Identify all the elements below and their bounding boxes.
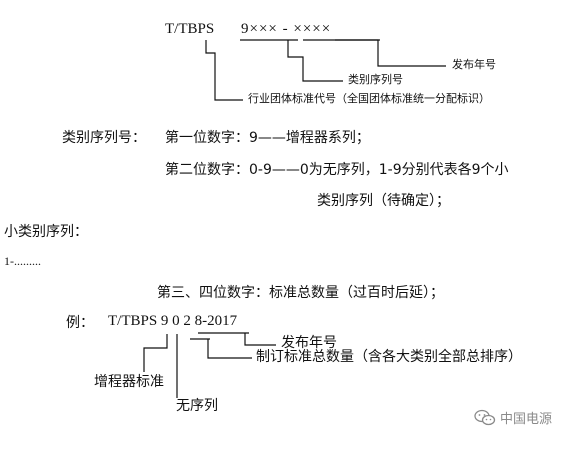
category-heading: 类别序列号：: [62, 130, 146, 146]
example-label-year: 发布年号: [281, 335, 337, 351]
format-label-year: 发布年号: [452, 58, 496, 71]
format-prefix: T/TBPS: [165, 21, 215, 37]
wechat-icon: [474, 409, 496, 425]
subcategory-heading: 小类别序列：: [4, 224, 88, 240]
connector-industry-code: [205, 40, 243, 101]
subcategory-item: 1-.........: [4, 254, 41, 268]
example-label: 例：: [66, 315, 94, 331]
example-label-total: 制订标准总数量（含各大类别全部总排序）: [256, 349, 522, 365]
connector-example-year: [244, 333, 276, 346]
example-label-range-extender: 增程器标准: [94, 374, 164, 390]
category-second-digit-line1: 第二位数字：0-9——0为无序列，1-9分别代表各9个小: [165, 162, 509, 178]
category-first-digit: 第一位数字：9——增程器系列；: [165, 130, 370, 146]
format-label-industry: 行业团体标准代号（全国团体标准统一分配标识）: [248, 92, 490, 105]
third-fourth-digit: 第三、四位数字：标准总数量（过百时后延）；: [157, 285, 444, 301]
category-second-digit-line2: 类别序列（待确定）；: [317, 193, 450, 209]
watermark: 中国电源: [474, 408, 552, 427]
connector-category: [287, 40, 343, 82]
connector-example-9: [143, 334, 168, 372]
connector-example-total: [207, 339, 252, 359]
connector-year: [335, 39, 446, 67]
format-code: 9××× - ××××: [241, 21, 332, 37]
example-label-no-sequence: 无序列: [176, 398, 218, 414]
example-code: T/TBPS 9 0 2 8-2017: [108, 313, 238, 329]
watermark-text: 中国电源: [500, 412, 553, 427]
format-label-category: 类别序列号: [348, 73, 403, 86]
